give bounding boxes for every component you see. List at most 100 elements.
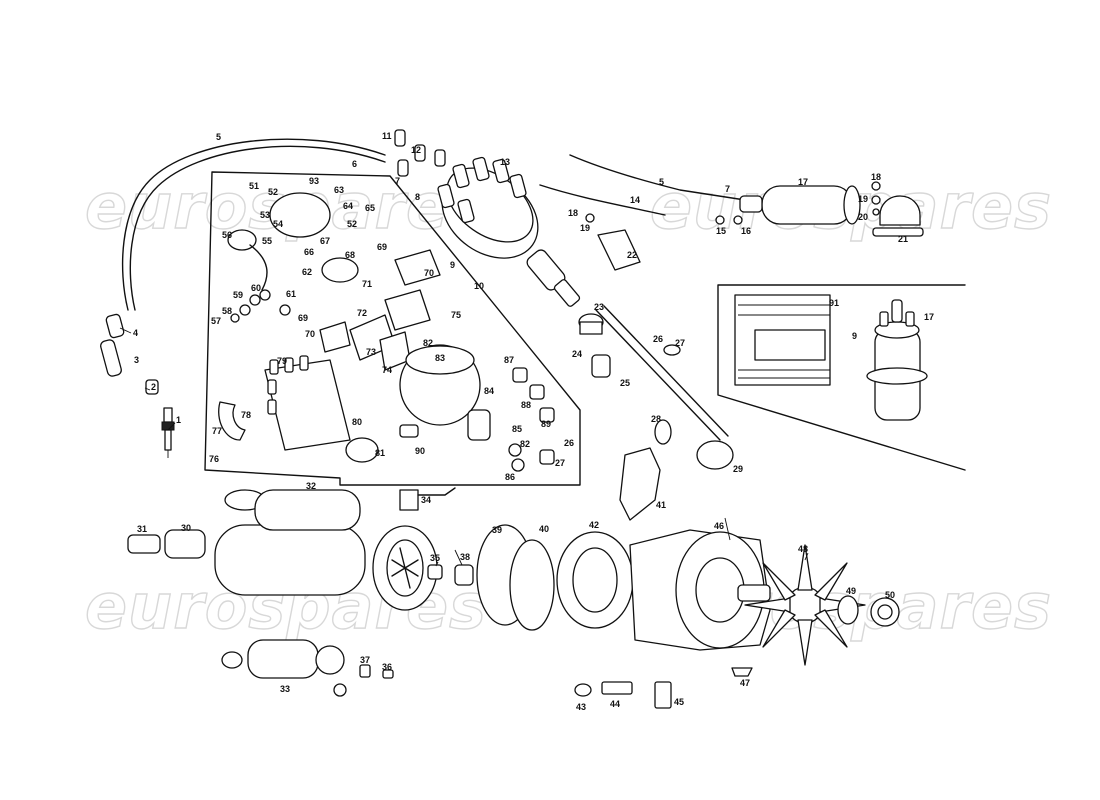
part-label-76: 76: [209, 454, 219, 464]
part-label-41: 41: [656, 500, 666, 510]
starter-motor-assembly: [127, 487, 474, 697]
part-label-50: 50: [885, 590, 895, 600]
part-label-55: 55: [262, 236, 272, 246]
part-label-49: 49: [846, 586, 856, 596]
part-label-75: 75: [451, 310, 461, 320]
part-label-6: 6: [352, 159, 357, 169]
part-label-11: 11: [382, 131, 392, 141]
part-label-40: 40: [539, 524, 549, 534]
part-label-63: 63: [334, 185, 344, 195]
part-label-1: 1: [176, 415, 181, 425]
part-label-27a: 27: [675, 338, 685, 348]
part-label-23: 23: [594, 302, 604, 312]
part-label-64: 64: [343, 201, 353, 211]
distributor-cap-assembly: [394, 129, 581, 307]
distributor-subassembly-outline: [204, 171, 581, 486]
part-label-77: 77: [212, 426, 222, 436]
leader-lines: [119, 327, 809, 567]
part-label-26b: 26: [564, 438, 574, 448]
part-label-20: 20: [858, 212, 868, 222]
part-label-46: 46: [714, 521, 724, 531]
part-label-7a: 7: [395, 176, 400, 186]
part-label-26a: 26: [653, 334, 663, 344]
part-label-69a: 69: [377, 242, 387, 252]
part-label-7b: 7: [725, 184, 730, 194]
part-label-61: 61: [286, 289, 296, 299]
part-label-34: 34: [421, 495, 431, 505]
electronic-ignition-inset-outline: [717, 284, 966, 471]
part-label-42: 42: [589, 520, 599, 530]
part-label-10: 10: [474, 281, 484, 291]
part-label-8: 8: [415, 192, 420, 202]
distributor-shaft-and-coupling: [578, 305, 734, 470]
part-label-54: 54: [273, 219, 283, 229]
part-label-38: 38: [460, 552, 470, 562]
part-label-79: 79: [277, 356, 287, 366]
part-label-87: 87: [504, 355, 514, 365]
part-label-89: 89: [541, 419, 551, 429]
part-label-5b: 5: [659, 177, 664, 187]
part-label-21: 21: [898, 234, 908, 244]
part-label-43: 43: [576, 702, 586, 712]
part-label-85: 85: [512, 424, 522, 434]
part-label-17b: 17: [924, 312, 934, 322]
part-label-31: 31: [137, 524, 147, 534]
part-label-88: 88: [521, 400, 531, 410]
part-label-70a: 70: [424, 268, 434, 278]
part-label-52a: 52: [268, 187, 278, 197]
part-label-71: 71: [362, 279, 372, 289]
part-label-13: 13: [500, 157, 510, 167]
part-label-5a: 5: [216, 132, 221, 142]
part-label-16: 16: [741, 226, 751, 236]
ht-lead-left: [121, 138, 386, 311]
coil-and-bracket-assembly: [539, 154, 924, 271]
part-label-82b: 82: [520, 439, 530, 449]
part-label-56: 56: [222, 230, 232, 240]
part-label-48: 48: [798, 544, 808, 554]
part-number-labels: 1 2 3 4 5 5 6 7 7 8 9 9 10 11 12 13 14 1…: [133, 131, 934, 712]
part-label-32: 32: [306, 481, 316, 491]
alternator-assembly: [476, 447, 900, 709]
part-label-83: 83: [435, 353, 445, 363]
part-label-12: 12: [411, 145, 421, 155]
part-label-53: 53: [260, 210, 270, 220]
part-label-67: 67: [320, 236, 330, 246]
part-label-73: 73: [366, 347, 376, 357]
part-label-44: 44: [610, 699, 620, 709]
part-label-18b: 18: [871, 172, 881, 182]
part-label-28: 28: [651, 414, 661, 424]
part-label-69b: 69: [298, 313, 308, 323]
part-label-36: 36: [382, 662, 392, 672]
part-label-45: 45: [674, 697, 684, 707]
part-label-81: 81: [375, 448, 385, 458]
part-label-66: 66: [304, 247, 314, 257]
part-label-80: 80: [352, 417, 362, 427]
part-label-72: 72: [357, 308, 367, 318]
part-label-17a: 17: [798, 177, 808, 187]
part-label-19a: 19: [580, 223, 590, 233]
part-label-82a: 82: [423, 338, 433, 348]
part-label-37: 37: [360, 655, 370, 665]
part-label-58: 58: [222, 306, 232, 316]
part-label-9a: 9: [450, 260, 455, 270]
part-label-86: 86: [505, 472, 515, 482]
part-label-62: 62: [302, 267, 312, 277]
part-label-51: 51: [249, 181, 259, 191]
part-label-30: 30: [181, 523, 191, 533]
part-label-3: 3: [134, 355, 139, 365]
part-label-74: 74: [382, 365, 392, 375]
part-label-18a: 18: [568, 208, 578, 218]
part-label-2: 2: [151, 382, 156, 392]
part-label-70b: 70: [305, 329, 315, 339]
watermark-top-right: eurospares: [650, 170, 1052, 243]
part-label-19b: 19: [858, 194, 868, 204]
part-label-90: 90: [415, 446, 425, 456]
part-label-93: 93: [309, 176, 319, 186]
part-label-68: 68: [345, 250, 355, 260]
ignition-module-and-coil: [734, 294, 928, 421]
part-label-33: 33: [280, 684, 290, 694]
part-label-65: 65: [365, 203, 375, 213]
part-label-57: 57: [211, 316, 221, 326]
part-label-39: 39: [492, 525, 502, 535]
